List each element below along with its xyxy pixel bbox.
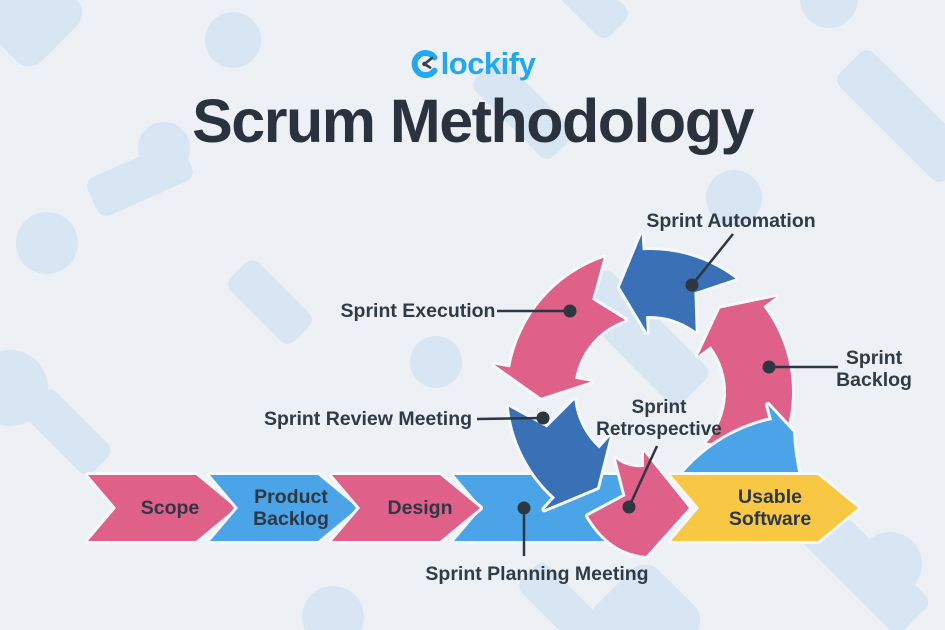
label-product-backlog-line2: Backlog: [253, 508, 329, 530]
decor-circle: [706, 170, 762, 226]
label-sprint-backlog-line2: Backlog: [836, 369, 912, 391]
label-sprint-execution: Sprint Execution: [340, 300, 496, 322]
callout-dot-planning: [517, 501, 531, 515]
flow-arrow-design: [329, 472, 483, 544]
cycle-arrow-retrospective: [585, 449, 692, 559]
label-sprint-retrospective: Sprint Retrospective: [596, 397, 722, 441]
cycle-arrow-sprint-automation: [616, 231, 739, 336]
callout-dot-retrospective: [622, 500, 636, 514]
cycle-arrow-sprint-review: [505, 397, 613, 513]
label-sprint-retrospective-line2: Retrospective: [596, 419, 722, 440]
page-title: Scrum Methodology: [192, 87, 754, 155]
callout-dot-backlog: [762, 360, 776, 374]
label-sprint-automation: Sprint Automation: [646, 210, 816, 232]
flow-arrow-scope: [85, 472, 239, 544]
label-product-backlog-line1: Product: [254, 486, 328, 508]
callout-line-automation: [691, 233, 734, 286]
callout-dot-execution: [563, 304, 577, 318]
flow-arrow-usable-software: [668, 472, 861, 544]
label-scope: Scope: [140, 497, 200, 519]
label-sprint-review-meeting: Sprint Review Meeting: [263, 408, 473, 430]
label-usable-software: Usable Software: [729, 486, 811, 530]
clockify-logo: lockify: [0, 46, 945, 82]
callout-line-review: [476, 416, 544, 421]
logo-wordmark: lockify: [440, 46, 536, 81]
decor-circle: [410, 336, 462, 388]
cycle-loop-swoosh: [679, 402, 802, 481]
decor-circle: [205, 12, 261, 68]
decor-circle: [302, 586, 364, 630]
label-design: Design: [387, 497, 453, 519]
callout-dot-automation: [685, 278, 699, 292]
label-sprint-retrospective-line1: Sprint: [631, 397, 687, 418]
label-sprint-backlog-line1: Sprint: [845, 347, 903, 369]
cycle-arrow-sprint-execution: [491, 254, 629, 401]
label-usable-software-line2: Software: [728, 508, 812, 530]
label-sprint-backlog: Sprint Backlog: [836, 347, 912, 391]
callout-dot-review: [536, 411, 550, 425]
decor-circle: [858, 532, 922, 596]
label-product-backlog: Product Backlog: [253, 486, 329, 530]
callout-line-retrospective: [627, 445, 659, 508]
label-usable-software-line1: Usable: [738, 486, 802, 508]
label-sprint-planning-meeting: Sprint Planning Meeting: [425, 563, 649, 585]
flow-arrow-product-backlog: [207, 472, 361, 544]
decor-circle: [16, 212, 78, 274]
clock-icon: [411, 50, 438, 79]
decor-circle: [138, 122, 190, 174]
